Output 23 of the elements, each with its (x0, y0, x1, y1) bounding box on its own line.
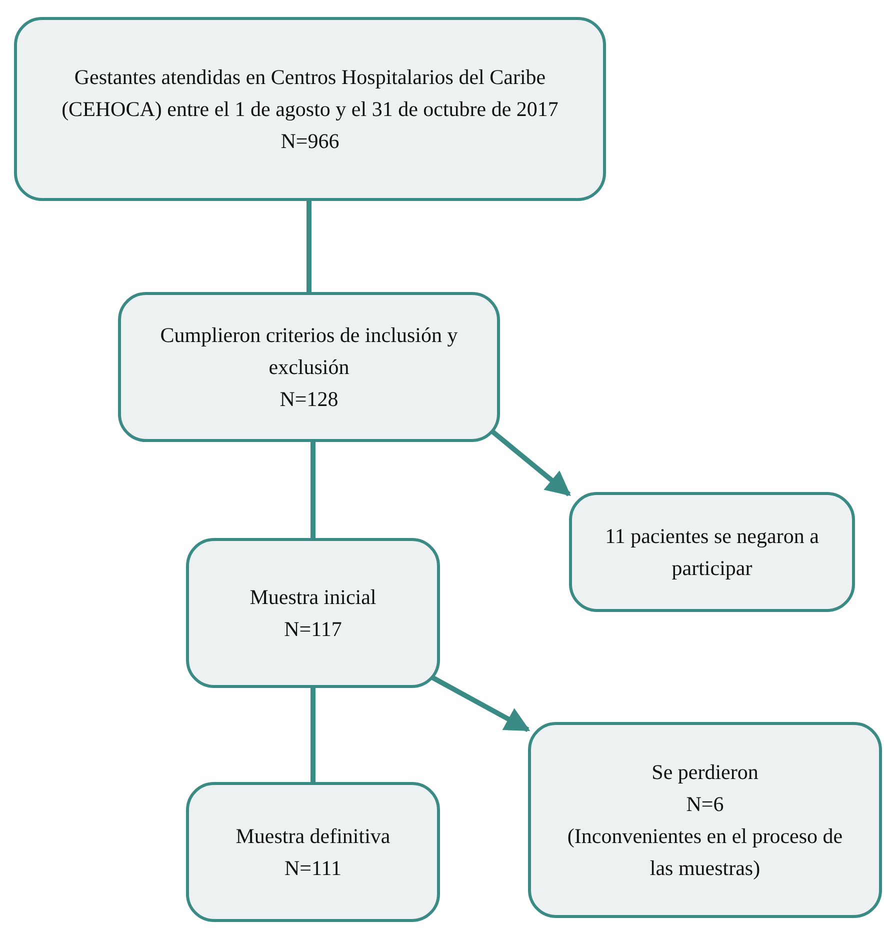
box-text: Muestra inicial (250, 584, 376, 611)
process-box (528, 722, 882, 918)
box-text: Se perdieron (652, 759, 758, 786)
box-text: Cumplieron criterios de inclusión y exclusión (159, 322, 459, 381)
process-box (186, 538, 440, 688)
arrow (490, 430, 571, 496)
box-text: N=966 (280, 128, 340, 155)
box-text: Gestantes atendidas en Centros Hospitalarios del Caribe (CEHOCA) entre el 1 de agosto y el 31 de octubre de 2017 (60, 64, 560, 123)
box-text: (Inconvenientes en el proceso de las muestras) (566, 823, 844, 882)
process-box (186, 782, 440, 922)
box-text: N=117 (284, 616, 342, 643)
box-text: N=6 (686, 791, 724, 818)
process-box (569, 492, 855, 612)
connector-line (310, 688, 316, 782)
box-text: N=111 (284, 855, 342, 882)
process-box (118, 292, 500, 442)
box-text: Muestra definitiva (236, 823, 390, 850)
connector-line (306, 201, 312, 292)
arrow (431, 675, 530, 732)
box-text: N=128 (280, 386, 338, 413)
box-text: 11 pacientes se negaron a participar (604, 523, 820, 582)
connector-line (310, 442, 316, 538)
process-box (14, 17, 606, 201)
